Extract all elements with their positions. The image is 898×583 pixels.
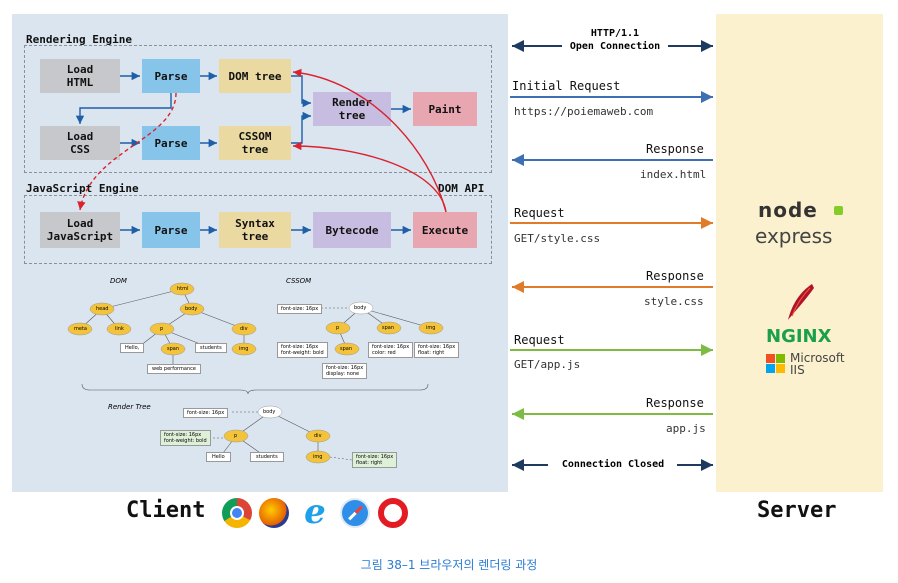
paint-node: Paint <box>413 92 477 126</box>
render-style-body: font-size: 16px <box>183 408 229 418</box>
dom-node-span: span <box>167 346 180 352</box>
parse-html-node: Parse <box>142 59 200 93</box>
execute-node: Execute <box>413 212 477 248</box>
request-css-label: Request <box>514 206 565 220</box>
open-connection-label: HTTP/1.1 Open Connection <box>558 27 672 53</box>
render-node-hello: Hello <box>206 452 231 462</box>
initial-request-detail: https://poiemaweb.com <box>514 105 654 118</box>
cssom-node-body: body <box>354 305 367 311</box>
initial-request-label: Initial Request <box>512 79 621 93</box>
open-line1: HTTP/1.1 <box>590 28 640 39</box>
tree-lines <box>79 288 432 458</box>
client-label: Client <box>126 498 206 523</box>
ie-icon: e <box>304 492 326 532</box>
opera-icon <box>378 498 408 528</box>
render-style-p: font-size: 16px font-weight: bold <box>160 430 211 446</box>
node-hex-icon <box>834 206 843 215</box>
server-panel <box>716 14 883 492</box>
cssom-node-p-span: span <box>340 346 353 352</box>
dom-node-web-performance: web performance <box>147 364 201 374</box>
server-label: Server <box>757 498 837 523</box>
dom-tree-title: DOM <box>110 277 127 285</box>
cssom-style-p-span: font-size: 16px display: none <box>322 363 368 379</box>
response-css-detail: style.css <box>644 295 704 308</box>
cssom-node-img: img <box>426 325 436 331</box>
load-css-node: Load CSS <box>40 126 120 160</box>
dom-api-label: DOM API <box>438 182 485 195</box>
render-node-p: p <box>234 433 238 439</box>
safari-icon <box>340 498 370 528</box>
parse-css-node: Parse <box>142 126 200 160</box>
arrow-execute-to-cssom <box>292 141 447 213</box>
open-line2: Open Connection <box>569 41 661 52</box>
bytecode-node: Bytecode <box>313 212 391 248</box>
arrow-parse-to-load-js <box>77 92 177 211</box>
response-css-label: Response <box>646 269 704 283</box>
arrow-dom-to-render <box>291 75 311 108</box>
request-css-detail: GET/style.css <box>514 232 601 245</box>
dom-node-html: html <box>177 286 189 292</box>
load-html-node: Load HTML <box>40 59 120 93</box>
javascript-engine-box <box>24 195 492 264</box>
syntax-tree-node: Syntax tree <box>219 212 291 248</box>
response-js-detail: app.js <box>666 422 706 435</box>
microsoft-icon <box>766 354 786 374</box>
dom-tree-node: DOM tree <box>219 59 291 93</box>
express-logo: express <box>755 224 833 248</box>
dom-node-p: p <box>160 326 164 332</box>
nginx-logo: NGINX <box>766 326 832 347</box>
chrome-icon <box>222 498 252 528</box>
response-js-label: Response <box>646 396 704 410</box>
render-style-img: font-size: 16px float: right <box>352 452 398 468</box>
render-node-students: students <box>250 452 284 462</box>
cssom-tree-node: CSSOM tree <box>219 126 291 160</box>
rendering-engine-title: Rendering Engine <box>26 33 132 46</box>
dom-node-body: body <box>185 306 198 312</box>
request-js-label: Request <box>514 333 565 347</box>
cssom-tree-title: CSSOM <box>286 277 312 285</box>
apache-feather-icon <box>788 284 814 320</box>
cssom-style-body: font-size: 16px <box>277 304 323 314</box>
dom-node-hello: Hello, <box>120 343 145 353</box>
render-node-body: body <box>263 409 276 415</box>
cssom-style-span: font-size: 16px color: red <box>368 342 414 358</box>
figure-caption: 그림 38–1 브라우저의 렌더링 과정 <box>360 558 538 572</box>
cssom-node-p: p <box>336 325 340 331</box>
node-logo: node <box>758 198 818 222</box>
dom-node-img: img <box>239 346 249 352</box>
cssom-style-img: font-size: 16px float: right <box>414 342 460 358</box>
parse-js-node: Parse <box>142 212 200 248</box>
request-js-detail: GET/app.js <box>514 358 581 371</box>
load-javascript-node: Load JavaScript <box>40 212 120 248</box>
dom-node-head: head <box>96 306 109 312</box>
arrow-cssom-to-render <box>291 111 311 144</box>
microsoft-iis-logo: Microsoft IIS <box>790 352 845 376</box>
iis-text: IIS <box>790 363 805 377</box>
response-html-detail: index.html <box>640 168 707 181</box>
dom-node-meta: meta <box>74 326 87 332</box>
firefox-icon <box>259 498 289 528</box>
dom-node-link: link <box>115 326 124 332</box>
javascript-engine-title: JavaScript Engine <box>26 182 139 195</box>
dom-node-div: div <box>240 326 248 332</box>
arrow-execute-to-dom <box>292 68 447 213</box>
render-node-img: img <box>313 454 323 460</box>
render-node-div: div <box>314 433 322 439</box>
render-tree-title: Render Tree <box>108 403 151 411</box>
connection-closed-label: Connection Closed <box>561 459 665 470</box>
arrow-parse-to-load-css <box>75 93 172 124</box>
response-html-label: Response <box>646 142 704 156</box>
cssom-style-p: font-size: 16px font-weight: bold <box>277 342 328 358</box>
cssom-node-span: span <box>382 325 395 331</box>
microsoft-text: Microsoft <box>790 351 845 365</box>
rendering-engine-box <box>24 45 492 173</box>
dom-node-students: students <box>195 343 227 353</box>
